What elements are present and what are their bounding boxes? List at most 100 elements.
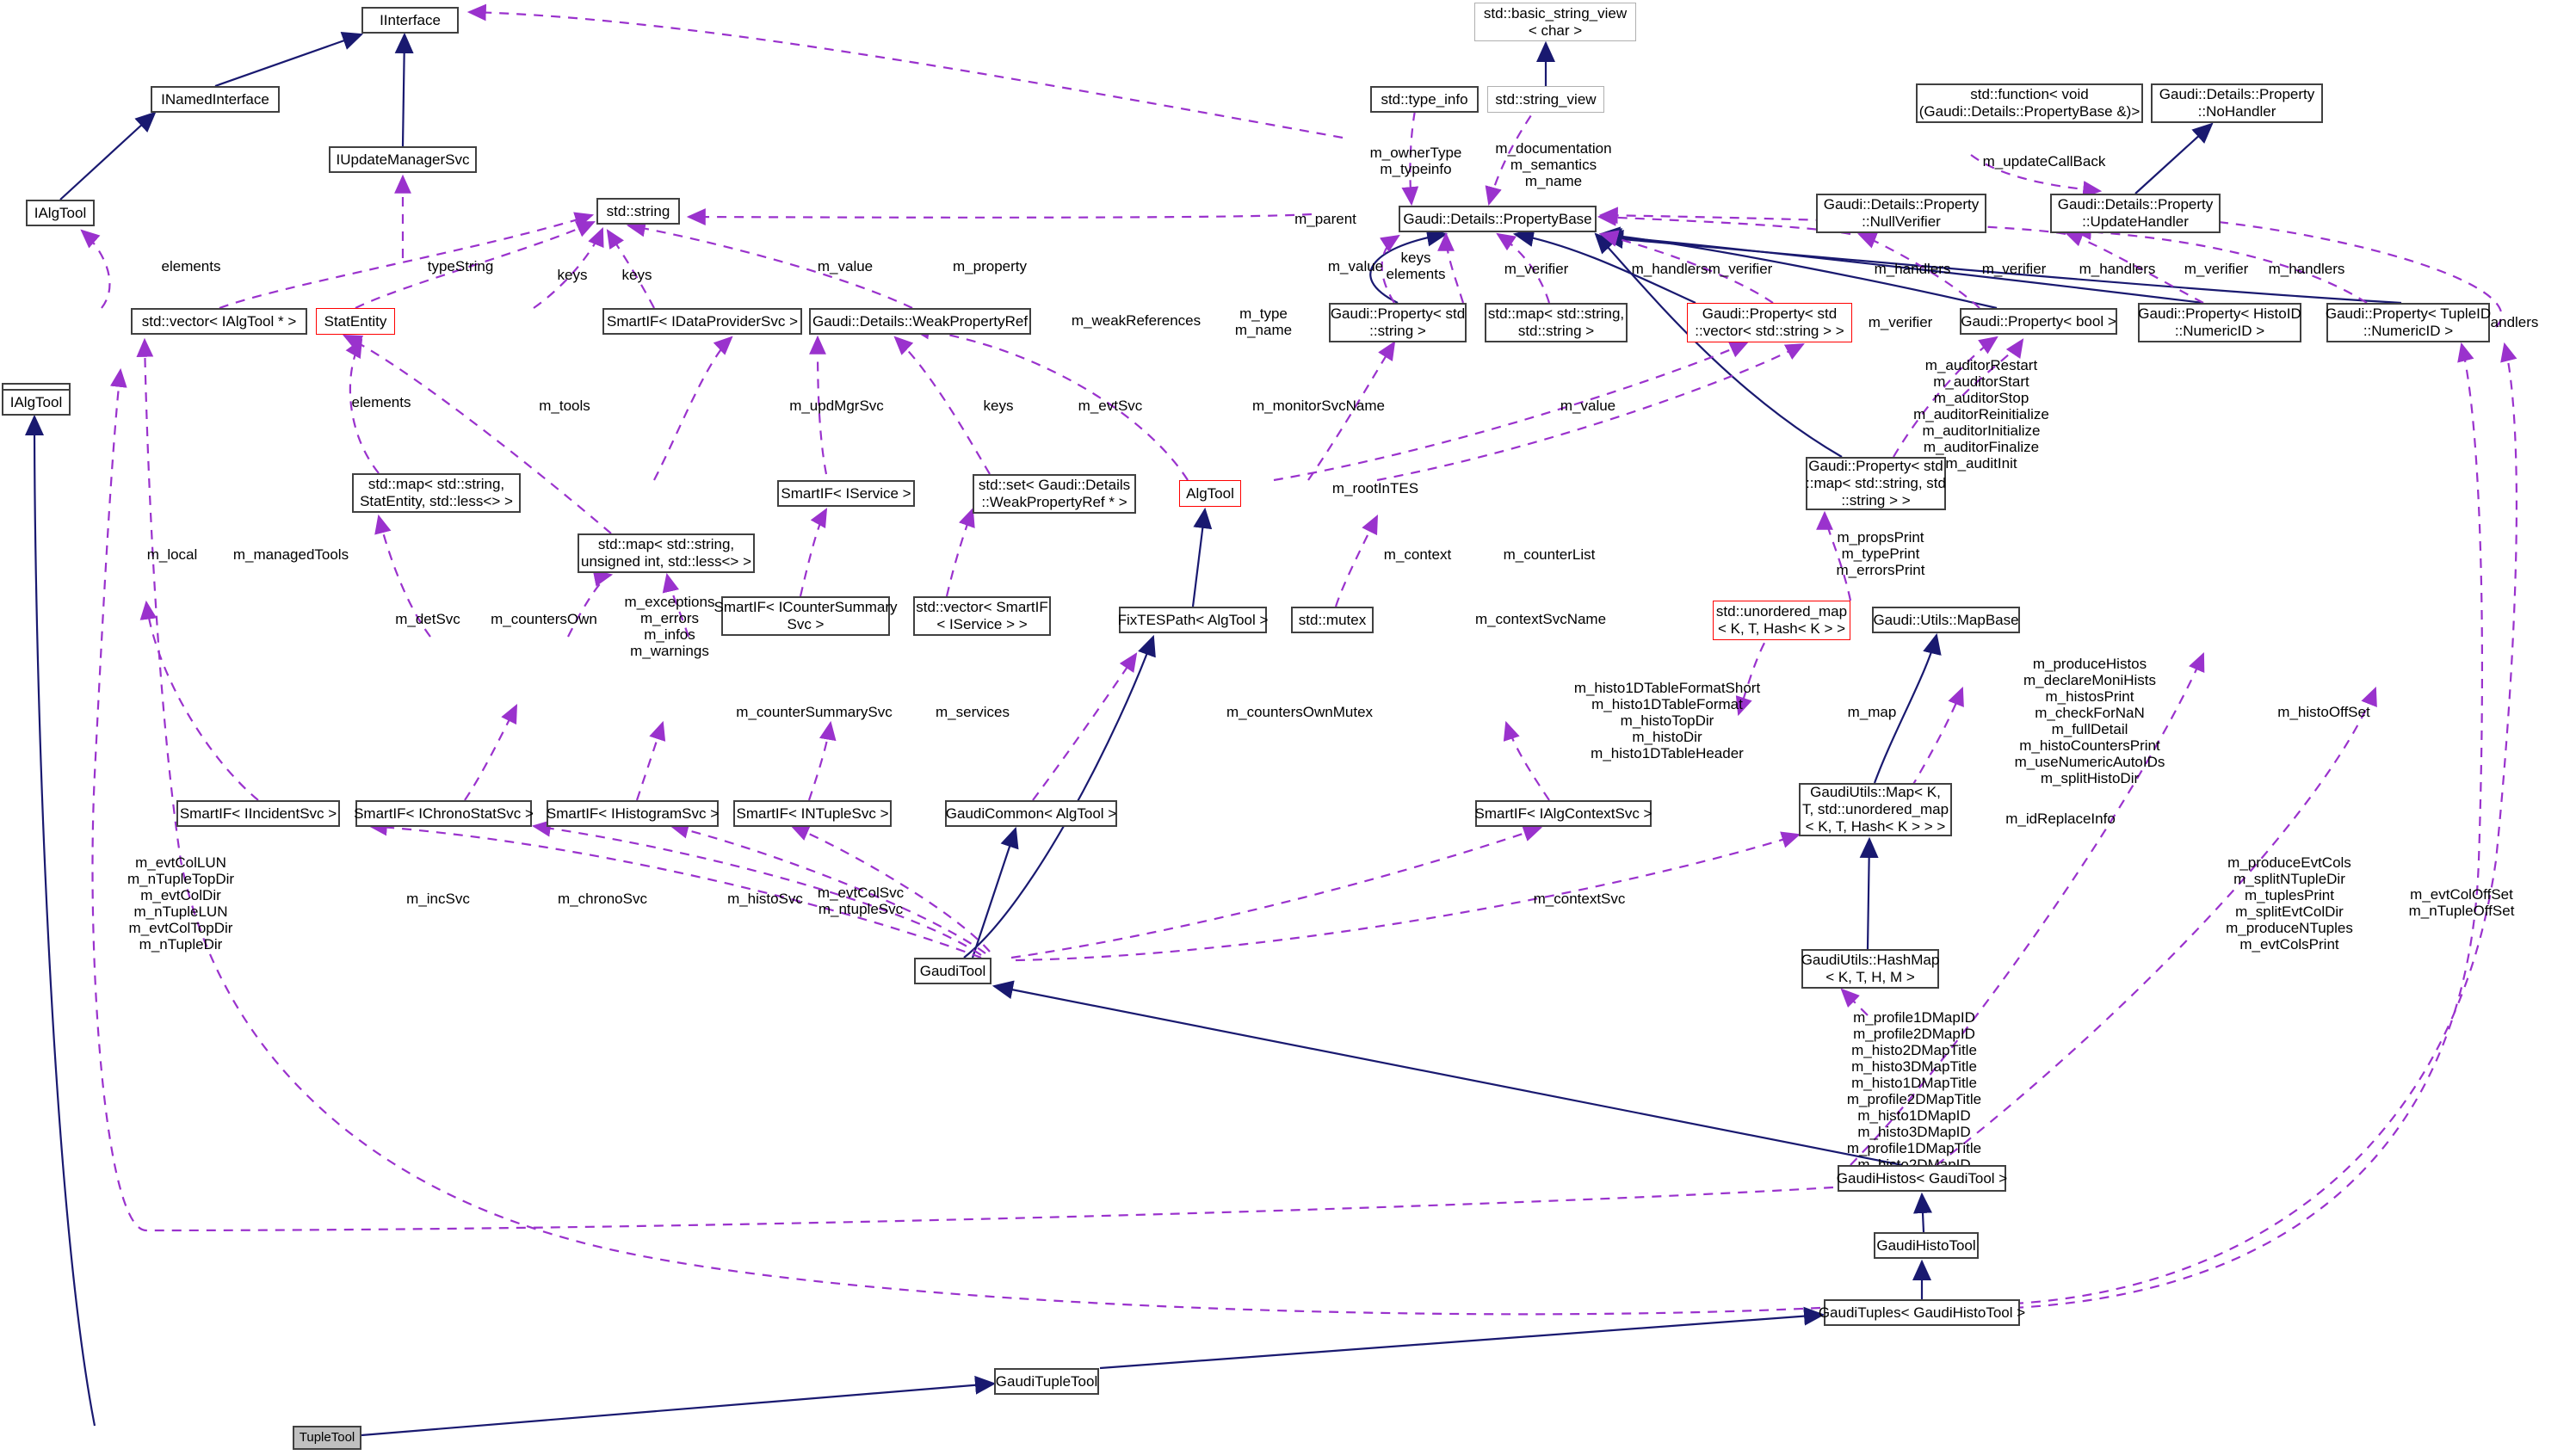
class-node-SmartIF_IDataProviderSvc[interactable]: SmartIF< IDataProviderSvc > <box>602 308 802 335</box>
edge-label-l32: m_auditorRestart m_auditorStart m_audito… <box>1913 357 2049 472</box>
class-node-GaudiTool[interactable]: GaudiTool <box>914 958 991 984</box>
class-node-StatEntity[interactable]: StatEntity <box>316 308 395 335</box>
class-node-unordered_map[interactable]: std::unordered_map < K, T, Hash< K > > <box>1713 601 1850 640</box>
edge-label-l52: m_incSvc <box>406 891 470 907</box>
class-node-basic_string_view[interactable]: std::basic_string_view < char > <box>1474 3 1636 41</box>
class-node-SmartIF_IService[interactable]: SmartIF< IService > <box>777 480 915 507</box>
class-node-GaudiTupleTool[interactable]: GaudiTupleTool <box>994 1368 1099 1395</box>
class-node-Property_map[interactable]: Gaudi::Property< std ::map< std::string,… <box>1806 457 1946 510</box>
edge-label-l39: m_detSvc <box>395 611 460 627</box>
class-node-IInterface[interactable]: IInterface <box>361 7 459 34</box>
class-node-map_string_string[interactable]: std::map< std::string, std::string > <box>1485 303 1628 342</box>
class-node-GaudiUtils_HashMap[interactable]: GaudiUtils::HashMap < K, T, H, M > <box>1801 949 1939 989</box>
edge-label-l18: m_handlers <box>2079 261 2156 277</box>
class-node-map_StatEntity[interactable]: std::map< std::string, StatEntity, std::… <box>352 473 521 513</box>
edge-label-l49: m_countersOwnMutex <box>1226 704 1374 720</box>
class-node-GaudiHistos_GaudiTool[interactable]: GaudiHistos< GaudiTool > <box>1837 1165 2007 1192</box>
edge-label-l42: m_contextSvcName <box>1474 611 1607 627</box>
edge-label-l44: m_map <box>1847 704 1897 720</box>
class-node-Property_bool[interactable]: Gaudi::Property< bool > <box>1960 308 2117 335</box>
class-node-SmartIF_IHistogramSvc[interactable]: SmartIF< IHistogramSvc > <box>547 800 719 827</box>
class-node-IUpdateManagerSvc[interactable]: IUpdateManagerSvc <box>329 146 477 173</box>
class-node-SmartIF_ICounterSummarySvc[interactable]: SmartIF< ICounterSummary Svc > <box>713 596 898 636</box>
edge-label-l12: m_verifier <box>1504 261 1569 277</box>
edge-label-l24: m_updateCallBack <box>1982 153 2106 170</box>
class-node-Property_vector_string[interactable]: Gaudi::Property< std ::vector< std::stri… <box>1687 303 1852 342</box>
edge-label-l5: m_value <box>817 258 874 274</box>
class-node-SmartIF_INTupleSvc[interactable]: SmartIF< INTupleSvc > <box>733 800 892 827</box>
class-node-WeakPropertyRef[interactable]: Gaudi::Details::WeakPropertyRef <box>809 308 1031 335</box>
edge-label-l17: m_verifier <box>1981 261 2047 277</box>
edge-label-l56: m_contextSvc <box>1533 891 1626 907</box>
class-node-TupleTool[interactable]: TupleTool <box>293 1426 361 1450</box>
edge-label-l10: m_value <box>1327 258 1384 274</box>
class-node-std_mutex[interactable]: std::mutex <box>1291 607 1374 633</box>
class-node-type_info[interactable]: std::type_info <box>1370 86 1479 113</box>
edge-label-l14: m_verifier <box>1708 261 1773 277</box>
edge-label-l13: m_handlers <box>1631 261 1708 277</box>
class-node-UpdateHandler[interactable]: Gaudi::Details::Property ::UpdateHandler <box>2050 194 2221 233</box>
class-node-GaudiUtils_Map[interactable]: GaudiUtils::Map< K, T, std::unordered_ma… <box>1799 783 1952 836</box>
class-node-IAlgTool[interactable]: IAlgTool <box>26 200 95 226</box>
class-node-PropertyBase[interactable]: Gaudi::Details::PropertyBase <box>1399 206 1597 232</box>
class-node-Property_TupleID[interactable]: Gaudi::Property< TupleID ::NumericID > <box>2326 303 2491 342</box>
edge-label-l29: m_evtSvc <box>1078 398 1143 414</box>
class-node-map_unsigned_int[interactable]: std::map< std::string, unsigned int, std… <box>578 533 755 573</box>
edge-label-l7: m_weakReferences <box>1071 312 1202 329</box>
edge-label-l45: m_produceHistos m_declareMoniHists m_his… <box>2014 656 2165 787</box>
edge-label-l41: m_exceptions m_errors m_infos m_warnings <box>624 594 715 660</box>
edge-label-l20: m_handlers <box>2268 261 2345 277</box>
edge-label-l11: keys elements <box>1386 250 1446 283</box>
class-node-MapBase[interactable]: Gaudi::Utils::MapBase <box>1872 607 2020 633</box>
edge-label-l53: m_chronoSvc <box>558 891 647 907</box>
edge-label-l59: m_profile1DMapID m_profile2DMapID m_hist… <box>1846 1009 1982 1189</box>
class-node-GaudiCommon_AlgTool[interactable]: GaudiCommon< AlgTool > <box>945 800 1117 827</box>
edge-label-l4: keys <box>621 267 652 283</box>
class-node-GaudiTuples_GaudiHistoTool[interactable]: GaudiTuples< GaudiHistoTool > <box>1819 1299 2025 1326</box>
edge-label-l34: m_managedTools <box>232 546 349 563</box>
edge-label-l50: m_idReplaceInfo <box>2005 811 2116 827</box>
edge-label-l23: m_documentation m_semantics m_name <box>1495 140 1612 190</box>
class-node-std_string[interactable]: std::string <box>596 198 680 225</box>
edge-label-l47: m_counterSummarySvc <box>736 704 893 720</box>
class-node-Property_string[interactable]: Gaudi::Property< std ::string > <box>1329 303 1467 342</box>
class-node-SmartIF_IAlgContextSvc[interactable]: SmartIF< IAlgContextSvc > <box>1475 800 1652 827</box>
edge-label-l40: m_countersOwn <box>491 611 597 627</box>
class-node-IAlgTool3[interactable]: IAlgTool <box>2 389 71 416</box>
edge-label-l57: m_produceEvtCols m_splitNTupleDir m_tupl… <box>2226 854 2353 953</box>
edge-label-l15: m_verifier <box>1868 314 1933 330</box>
edge-label-l9: m_parent <box>1294 211 1356 227</box>
edge-label-l48: m_services <box>936 704 1010 720</box>
class-node-NullVerifier[interactable]: Gaudi::Details::Property ::NullVerifier <box>1816 194 1986 233</box>
edge-label-l27: m_updMgrSvc <box>789 398 884 414</box>
edge-label-l33: m_local <box>146 546 198 563</box>
edge-label-l37: m_counterList <box>1503 546 1596 563</box>
class-node-GaudiHistoTool[interactable]: GaudiHistoTool <box>1874 1232 1979 1259</box>
edge-label-l1: elements <box>161 258 221 274</box>
edge-label-l2: typeString <box>427 258 494 274</box>
class-node-INamedInterface[interactable]: INamedInterface <box>151 86 280 113</box>
class-node-string_view[interactable]: std::string_view <box>1487 86 1604 113</box>
class-node-vector_IAlgTool[interactable]: std::vector< IAlgTool * > <box>131 308 307 335</box>
class-node-set_WeakPropertyRef[interactable]: std::set< Gaudi::Details ::WeakPropertyR… <box>973 474 1136 514</box>
edge-label-l51: m_evtColLUN m_nTupleTopDir m_evtColDir m… <box>127 854 235 953</box>
edge-label-l8: m_type m_name <box>1234 305 1293 339</box>
edge-label-l22: m_ownerType m_typeinfo <box>1369 145 1462 178</box>
class-node-AlgTool[interactable]: AlgTool <box>1179 480 1241 507</box>
class-node-SmartIF_IChronoStatSvc[interactable]: SmartIF< IChronoStatSvc > <box>354 800 534 827</box>
edge-label-l26: m_tools <box>539 398 590 414</box>
edge-label-l16: m_handlers <box>1874 261 1951 277</box>
class-node-vector_SmartIF_IService[interactable]: std::vector< SmartIF < IService > > <box>913 596 1051 636</box>
edge-label-l28: keys <box>983 398 1014 414</box>
edge-label-l30: m_monitorSvcName <box>1252 398 1385 414</box>
edge-label-l38: m_propsPrint m_typePrint m_errorsPrint <box>1836 529 1925 579</box>
edge-label-l3: keys <box>557 267 588 283</box>
class-node-NoHandler[interactable]: Gaudi::Details::Property ::NoHandler <box>2151 83 2323 123</box>
class-node-Property_HistoID[interactable]: Gaudi::Property< HistoID ::NumericID > <box>2138 303 2301 342</box>
edge-label-l46: m_histoOffSet <box>2277 704 2370 720</box>
class-node-FixTESPath[interactable]: FixTESPath< AlgTool > <box>1118 607 1268 633</box>
class-node-SmartIF_IIncidentSvc[interactable]: SmartIF< IIncidentSvc > <box>176 800 340 827</box>
class-node-std_function[interactable]: std::function< void (Gaudi::Details::Pro… <box>1916 83 2143 123</box>
edge-label-l19: m_verifier <box>2184 261 2249 277</box>
